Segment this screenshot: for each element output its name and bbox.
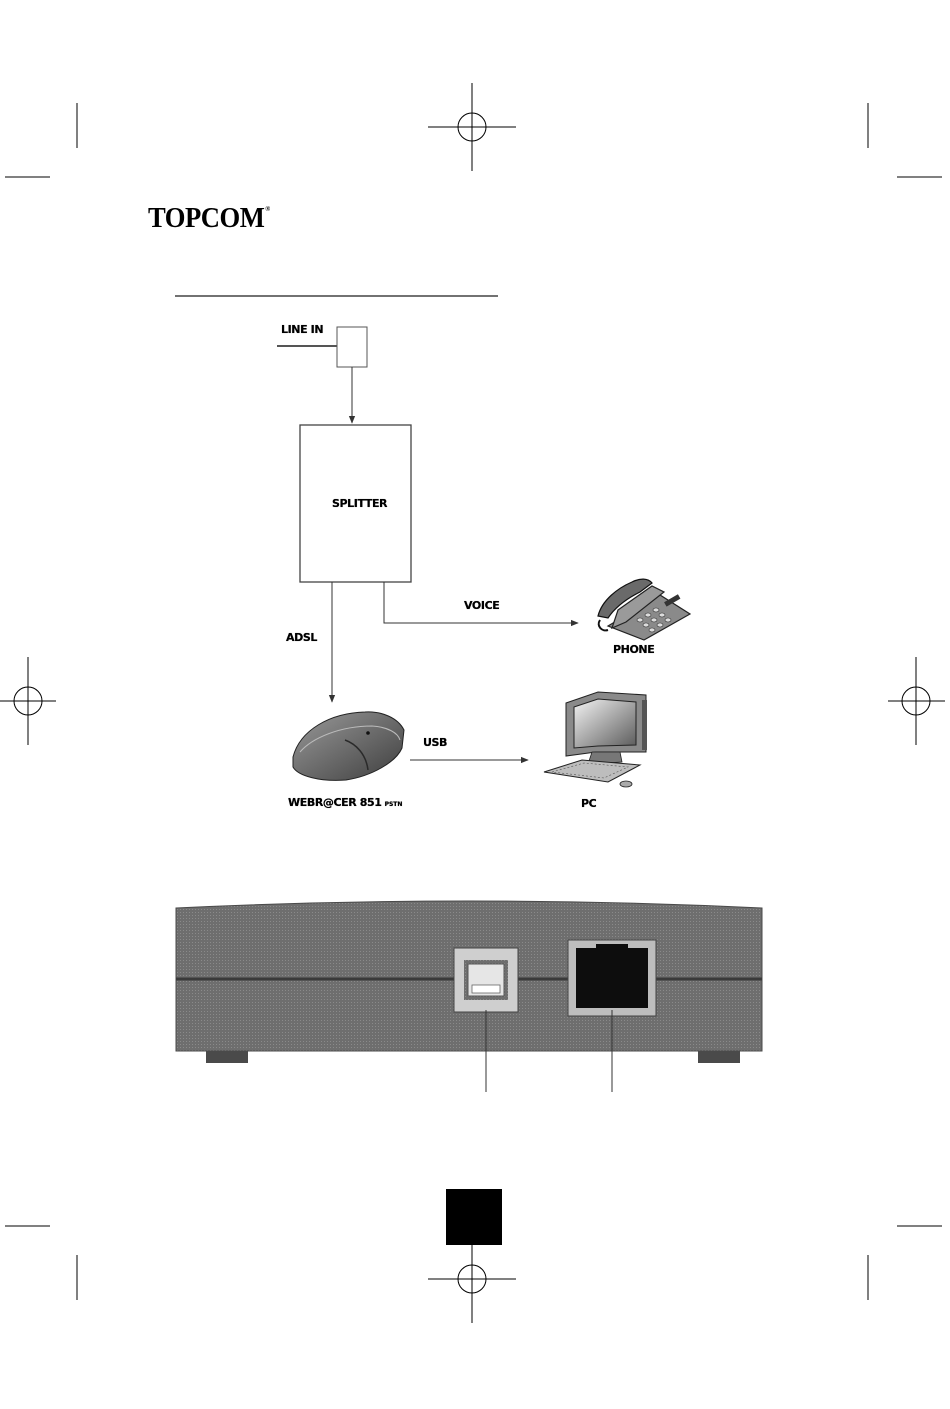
topcom-logo: TOPCOM® bbox=[148, 203, 270, 235]
registration-mark-right bbox=[888, 657, 945, 745]
registration-mark-left bbox=[0, 657, 56, 745]
foot-left bbox=[206, 1051, 248, 1063]
foot-right bbox=[698, 1051, 740, 1063]
modem-icon bbox=[293, 712, 404, 780]
phone-label: PHONE bbox=[613, 643, 654, 656]
line-in-label: LINE IN bbox=[281, 323, 323, 336]
registration-mark-top bbox=[428, 83, 516, 171]
pc-icon bbox=[544, 692, 647, 787]
usb-label: USB bbox=[423, 736, 447, 749]
page-number-box bbox=[446, 1189, 502, 1245]
usb-port bbox=[454, 948, 518, 1012]
crop-marks bbox=[5, 103, 942, 1300]
rj-port bbox=[568, 940, 656, 1016]
voice-label: VOICE bbox=[464, 599, 499, 612]
splitter-label: SPLITTER bbox=[332, 497, 387, 510]
rear-panel bbox=[176, 901, 762, 1092]
registration-mark-bottom bbox=[428, 1235, 516, 1323]
pc-label: PC bbox=[581, 797, 596, 810]
phone-icon bbox=[598, 579, 690, 640]
device-suffix: PSTN bbox=[385, 801, 403, 808]
adsl-label: ADSL bbox=[286, 631, 317, 644]
